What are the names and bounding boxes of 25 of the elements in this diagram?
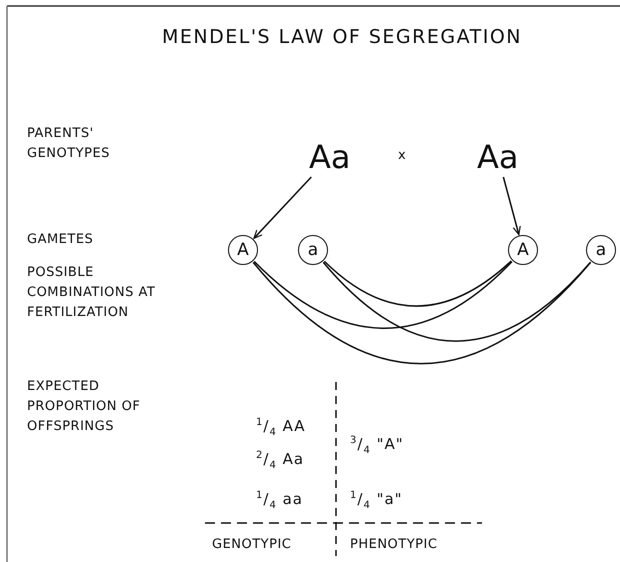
row-label: GAMETES [27,231,94,249]
combination-line [254,260,512,329]
arrow [253,176,312,239]
arrow [502,176,521,236]
phenotype-ratio: $^{1}$/$_{4}$ "a" [350,490,403,511]
column-label: PHENOTYPIC [350,536,438,554]
genotype-ratio: $^{1}$/$_{4}$ AA [256,417,306,438]
phenotype-ratio: $^{3}$/$_{4}$ "A" [350,435,404,456]
genotype-ratio: $^{1}$/$_{4}$ aa [256,490,303,511]
row-label: POSSIBLE COMBINATIONS AT FERTILIZATION [27,264,156,322]
row-label: PARENTS' GENOTYPES [27,125,111,163]
genotype-ratio: $^{2}$/$_{4}$ Aa [256,450,304,471]
cross-sign: x [398,147,406,165]
gamete-circle: a [586,235,616,265]
title: MENDEL'S LAW OF SEGREGATION [160,26,523,48]
genotype-label: Aa [309,137,350,177]
row-label: EXPECTED PROPORTION OF OFFSPRINGS [27,378,142,436]
gamete-circle: A [508,235,538,265]
genotype-label: Aa [477,137,518,177]
gamete-circle: a [298,235,328,265]
gamete-circle: A [228,235,258,265]
combination-line [252,262,592,364]
combination-line [324,260,512,307]
combination-line [322,262,592,342]
column-label: GENOTYPIC [212,536,292,554]
